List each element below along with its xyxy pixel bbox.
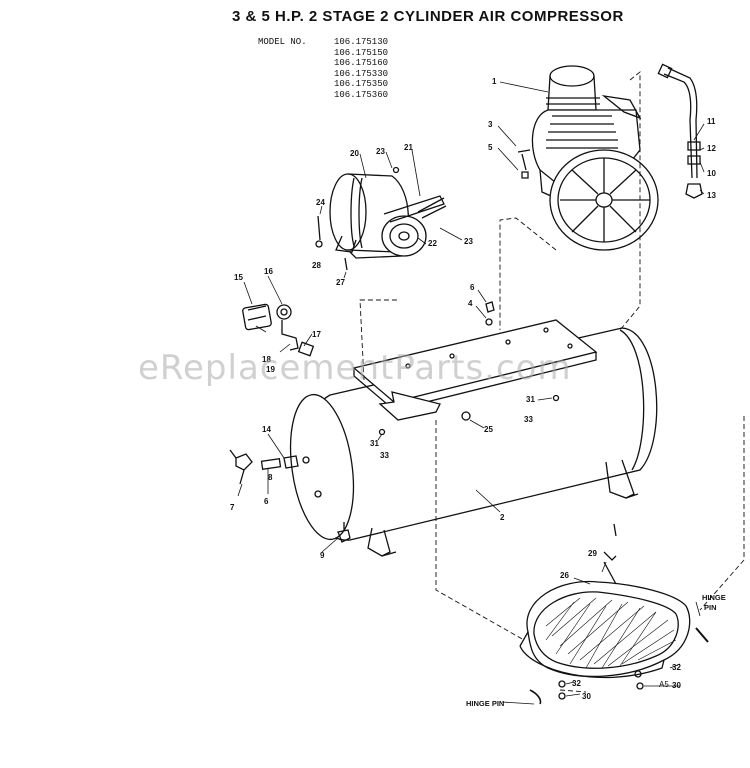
part-label: 33 <box>524 415 533 424</box>
part-label: 31 <box>370 439 379 448</box>
part-label: 15 <box>234 273 243 282</box>
part-label: 6 <box>264 497 269 506</box>
models-label: MODEL NO. <box>258 37 307 47</box>
part-label: 24 <box>316 198 325 207</box>
part-label: 26 <box>560 571 569 580</box>
part-label: 12 <box>707 144 716 153</box>
part-label: 20 <box>350 149 359 158</box>
page-reference: A5 <box>659 680 669 689</box>
belt-guard <box>519 551 691 679</box>
service-valve <box>229 449 299 485</box>
drain-cock <box>337 522 351 543</box>
part-label: 7 <box>230 503 235 512</box>
model-number: 106.175160 <box>334 58 389 68</box>
model-number: 106.175130 <box>334 37 389 47</box>
pressure-switch-assembly <box>242 303 315 357</box>
electric-motor <box>329 173 409 259</box>
part-label: 21 <box>404 143 413 152</box>
part-label: 11 <box>707 117 716 126</box>
assembly-dashed-lines <box>359 71 745 693</box>
hardware-fasteners <box>315 149 644 700</box>
discharge-tube <box>657 63 703 199</box>
callout-leaders <box>237 81 705 705</box>
model-number: 106.175360 <box>334 89 389 100</box>
motor-pulley <box>381 195 447 257</box>
part-label: 23 <box>376 147 385 156</box>
hinge-pin-bottom <box>529 689 542 705</box>
part-label: 25 <box>484 425 493 434</box>
diagram-title: 3 & 5 H.P. 2 STAGE 2 CYLINDER AIR COMPRE… <box>232 8 624 25</box>
part-label: 30 <box>672 681 681 690</box>
part-label: 16 <box>264 267 273 276</box>
part-label: 4 <box>468 299 473 308</box>
part-label: 10 <box>707 169 716 178</box>
part-label: 13 <box>707 191 716 200</box>
part-label: 33 <box>380 451 389 460</box>
part-label: 2 <box>500 513 505 522</box>
part-label: 28 <box>312 261 321 270</box>
part-label: 22 <box>428 239 437 248</box>
part-number-labels: 1 3 5 11 12 10 13 20 23 21 22 23 24 28 2… <box>230 77 726 708</box>
compressor-pump <box>531 65 659 251</box>
part-label: 1 <box>492 77 497 86</box>
hinge-pin-label-line2: PIN <box>704 603 717 612</box>
part-label: 3 <box>488 120 493 129</box>
hinge-pin-bottom-label: HINGE PIN <box>466 699 504 708</box>
part-label: 14 <box>262 425 271 434</box>
part-label: 32 <box>672 663 681 672</box>
watermark-text: eReplacementParts.com <box>138 348 572 388</box>
part-label: 18 <box>262 355 271 364</box>
part-label: 19 <box>266 365 275 374</box>
model-number: 106.175350 <box>334 79 389 89</box>
part-label: 9 <box>320 551 325 560</box>
part-label: 30 <box>582 692 591 701</box>
part-label: 23 <box>464 237 473 246</box>
hinge-pin-label-line1: HINGE <box>702 593 726 602</box>
mounting-plate <box>352 319 598 421</box>
part-label: 6 <box>470 283 475 292</box>
part-label: 27 <box>336 278 345 287</box>
part-label: 8 <box>268 473 273 482</box>
part-label: 5 <box>488 143 493 152</box>
model-number: 106.175330 <box>334 68 389 79</box>
part-label: 31 <box>526 395 535 404</box>
hinge-pin-right <box>695 627 709 643</box>
part-label: 29 <box>588 549 597 558</box>
part-label: 32 <box>572 679 581 688</box>
part-label: 17 <box>312 330 321 339</box>
model-number: 106.175150 <box>334 47 389 58</box>
model-number-list: 106.175130 106.175150 106.175160 106.175… <box>334 37 388 100</box>
